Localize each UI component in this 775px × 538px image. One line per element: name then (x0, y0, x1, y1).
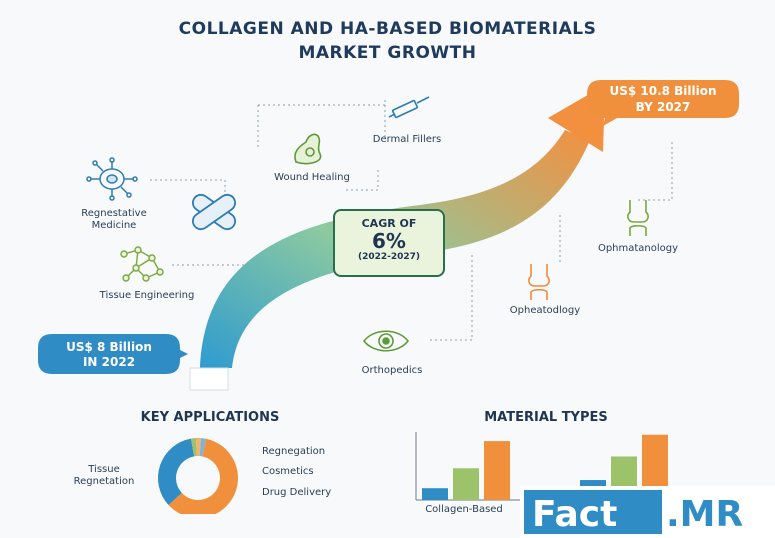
page-title-line1: COLLAGEN AND HA-BASED BIOMATERIALS (178, 19, 597, 39)
arrow-base (189, 367, 229, 391)
bar-category-label: Collagen-Based (425, 504, 503, 515)
bandage-icon (191, 193, 237, 231)
donut-left-label-line1: Tissue (88, 464, 120, 475)
label-tissue-engineering: Tissue Engineering (99, 290, 195, 301)
donut-slice (199, 438, 206, 457)
donut-slice (158, 438, 195, 506)
connector-regen (150, 179, 226, 195)
label-orthopedics: Orthopedics (361, 365, 423, 376)
start-value-line1: US$ 8 Billion (66, 340, 152, 354)
joint-icon (627, 200, 649, 236)
label-opheatodlogy: Opheatodlogy (509, 305, 581, 316)
cell-icon (86, 157, 138, 201)
cagr-value: 6% (372, 229, 406, 253)
end-value-line2: BY 2027 (635, 100, 691, 114)
bar (453, 468, 479, 500)
eye-icon (362, 330, 410, 352)
label-ophmatanology: Ophmatanology (597, 243, 679, 254)
connector-wound2 (345, 170, 379, 191)
molecule-icon (120, 246, 164, 282)
donut-right-label-1: Regnegation (262, 446, 326, 457)
connector-dermal (258, 100, 386, 140)
label-regenerative-line1: Regnestative (81, 208, 147, 219)
wound-icon (294, 133, 322, 165)
bar (422, 488, 448, 500)
page-title-line2: MARKET GROWTH (298, 43, 477, 63)
syringe-icon (388, 96, 430, 119)
end-value-bubble (587, 80, 739, 126)
cagr-period: (2022-2027) (357, 252, 421, 262)
start-value-line2: IN 2022 (82, 355, 136, 369)
key-applications-title: KEY APPLICATIONS (140, 410, 280, 425)
donut-left-label-line2: Regnetation (73, 476, 135, 487)
donut-slice (195, 438, 201, 457)
cagr-box: CAGR OF 6% (2022-2027) (333, 209, 445, 277)
label-dermal-fillers: Dermal Fillers (372, 134, 442, 145)
cagr-label: CAGR OF (361, 217, 417, 230)
material-types-title: MATERIAL TYPES (484, 410, 608, 425)
start-value-bubble (38, 334, 188, 374)
donut-slice (190, 438, 197, 457)
label-regenerative-line2: Medicine (91, 220, 137, 231)
bone-icon (528, 264, 550, 300)
label-wound-healing: Wound Healing (274, 172, 350, 183)
factmr-logo: Fact .MR (520, 486, 775, 538)
key-applications-donut (158, 438, 238, 514)
svg-text:.MR: .MR (666, 494, 743, 535)
donut-right-label-3: Drug Delivery (262, 487, 332, 498)
donut-slice (168, 438, 238, 514)
connector-ortho (430, 255, 473, 341)
end-value-line1: US$ 10.8 Billion (609, 84, 717, 98)
connector-ophm (635, 142, 673, 201)
svg-text:Fact: Fact (532, 494, 617, 535)
bar (484, 441, 510, 500)
donut-right-label-2: Cosmetics (262, 466, 314, 477)
